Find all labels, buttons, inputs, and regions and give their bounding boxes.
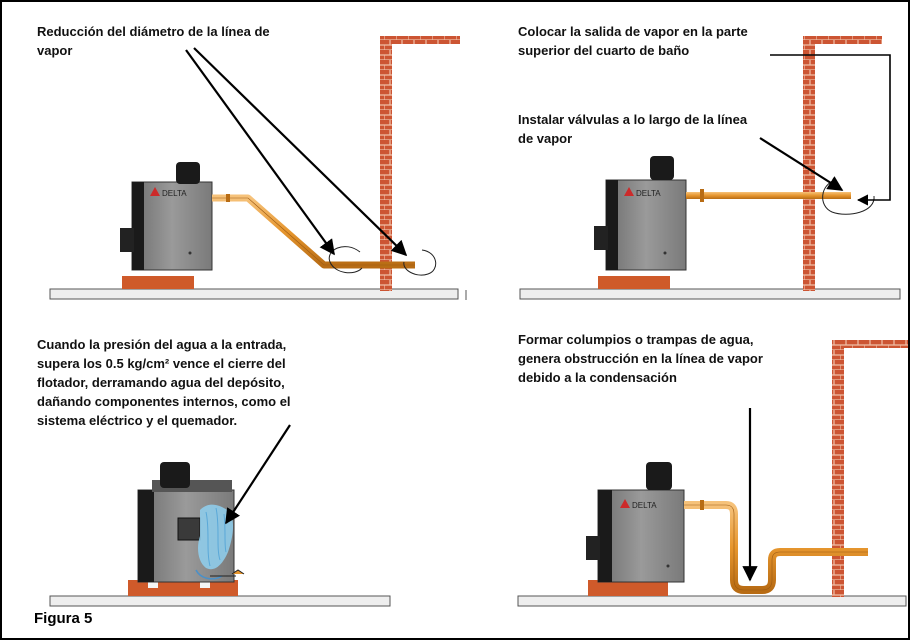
figure-label: Figura 5 — [34, 610, 93, 627]
arrow-to-reduction-1 — [185, 49, 335, 256]
valve-marker — [822, 179, 875, 215]
caption-install-valves: Instalar válvulas a lo largo de la línea… — [518, 112, 748, 146]
floor-slab — [49, 595, 391, 607]
arrow-to-leak — [225, 424, 291, 525]
reduction-marker-1 — [328, 246, 363, 274]
brick-chimney — [803, 36, 882, 291]
arrow-to-steam-outlet — [770, 54, 891, 206]
caption-water-traps: Formar columpios o trampas de agua, gene… — [518, 332, 763, 385]
steam-boiler-tilted — [128, 462, 245, 596]
arrow-to-valve — [759, 137, 844, 191]
floor-slab — [49, 288, 459, 300]
brick-chimney — [832, 340, 908, 597]
floor-slab — [519, 288, 901, 300]
arrow-to-reduction-2 — [193, 47, 408, 257]
steam-boiler: DELTA — [594, 156, 687, 289]
caption-water-pressure-warning: Cuando la presión del agua a la entrada,… — [37, 337, 291, 428]
panel-bottom-left — [49, 424, 391, 607]
steam-boiler: DELTA — [586, 462, 685, 596]
steam-boiler: DELTA — [120, 162, 213, 289]
reduction-marker-2 — [403, 249, 437, 276]
brick-chimney — [380, 36, 460, 291]
caption-steam-outlet-position: Colocar la salida de vapor en la parte s… — [518, 24, 748, 58]
boiler-brand-label: DELTA — [632, 501, 657, 510]
floor-slab — [517, 595, 907, 607]
boiler-brand-label: DELTA — [162, 189, 187, 198]
panel-bottom-right: DELTA — [517, 340, 908, 607]
steam-pipe — [686, 192, 851, 199]
panel-top-right: DELTA — [519, 36, 901, 300]
boiler-brand-label: DELTA — [636, 189, 661, 198]
caption-diameter-reduction: Reducción del diámetro de la línea de va… — [37, 24, 270, 58]
panel-top-left: DELTA — [49, 36, 467, 300]
